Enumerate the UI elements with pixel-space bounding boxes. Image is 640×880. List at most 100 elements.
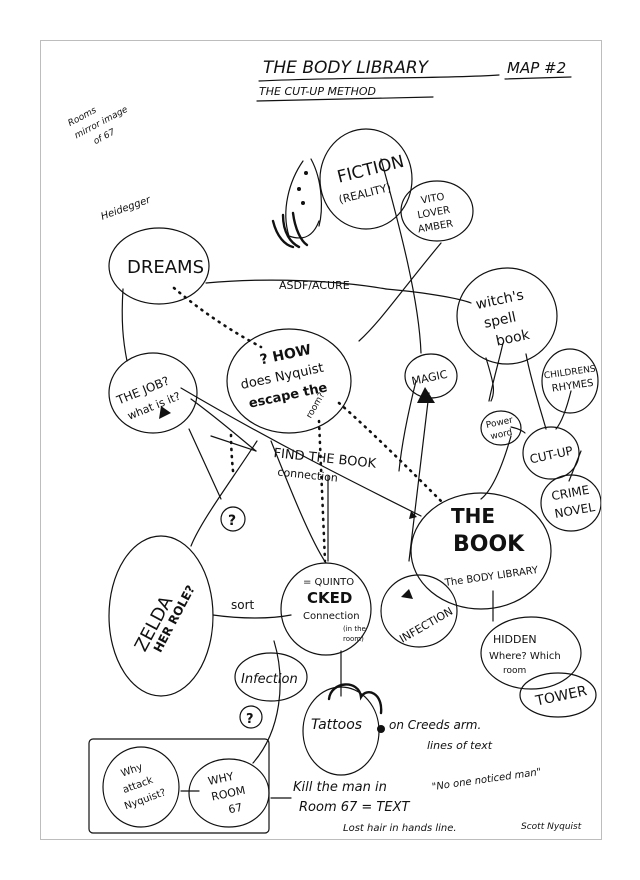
arm-line-1: on Creeds arm. — [389, 718, 481, 732]
bottom-left-frame — [88, 738, 270, 834]
question-mark-1: ? — [228, 513, 236, 529]
corner-note: Rooms mirror image of 67 — [67, 105, 131, 147]
dreams-note: Heidegger — [99, 194, 152, 222]
fiction-label: FICTION — [335, 152, 406, 188]
sketch-subtitle: THE CUT-UP METHOD — [259, 85, 376, 98]
node-crime-novel — [540, 474, 601, 532]
crime-line-2: NOVEL — [553, 500, 596, 521]
why-room-line-2: ROOM — [210, 784, 246, 804]
node-tower — [519, 672, 597, 718]
title-underline — [258, 74, 500, 82]
book-line-3: The BODY LIBRARY — [443, 565, 539, 589]
arm-line-2: lines of text — [427, 739, 493, 752]
witch-line-2: spell — [482, 309, 517, 331]
dreams-asdf-link — [205, 279, 387, 290]
question-circle-1 — [220, 506, 246, 532]
dreams-label: DREAMS — [127, 257, 204, 278]
quinto-line-3: Connection — [303, 611, 360, 622]
moth-doodle — [271, 158, 322, 249]
quinto-line-4: (in the — [343, 625, 366, 633]
magic-down-link — [398, 380, 417, 472]
vito-line-3: AMBER — [417, 218, 454, 235]
why-room-line-3: 67 — [227, 801, 243, 817]
node-cut-up — [522, 426, 580, 480]
map-label: MAP #2 — [507, 59, 566, 77]
node-infection-right — [380, 574, 458, 648]
job-arrowhead — [159, 406, 171, 419]
crime-line-1: CRIME — [550, 483, 590, 503]
job-arrow-head — [210, 435, 257, 452]
infection-arrowhead — [401, 589, 413, 599]
cut-up-label: CUT-UP — [528, 444, 574, 467]
zelda-quinto-link — [212, 614, 292, 619]
witch-line-3: book — [494, 327, 532, 350]
dotted-connections — [172, 286, 443, 563]
witch-power-link — [488, 342, 504, 402]
find-book-line-2: connection — [277, 466, 339, 485]
rhymes-line-2: RHYMES — [551, 378, 594, 395]
power-cutup-link — [510, 426, 526, 434]
node-power-word — [480, 410, 522, 446]
mind-map-sketch: THE BODY LIBRARY MAP #2 THE CUT-UP METHO… — [67, 58, 601, 834]
question-quinto-dotted — [317, 419, 327, 563]
sketch-page: THE BODY LIBRARY MAP #2 THE CUT-UP METHO… — [40, 40, 602, 840]
job-book-link — [180, 387, 422, 517]
why-attack-line-1: Why — [120, 762, 145, 780]
node-the-job — [108, 352, 198, 434]
quinto-line-5: room) — [343, 635, 364, 643]
node-why-attack — [102, 746, 180, 828]
asdf-witch-link — [385, 288, 472, 304]
question-circle-2 — [239, 705, 263, 729]
magic-arrowhead — [417, 387, 435, 403]
node-magic — [404, 353, 458, 399]
book-line-1: THE — [451, 504, 495, 528]
subtitle-underline — [256, 96, 434, 102]
question-book-dotted — [337, 401, 443, 503]
node-dreams — [108, 227, 210, 305]
sketch-title: THE BODY LIBRARY — [263, 58, 430, 78]
node-zelda — [108, 535, 214, 697]
node-fiction — [319, 128, 413, 230]
no-one-noticed-note: "No one noticed man" — [431, 767, 542, 793]
dreams-question-dotted — [172, 286, 263, 349]
tattoos-label: Tattoos — [311, 717, 362, 733]
kill-line-1: Kill the man in — [293, 780, 387, 795]
kill-line-2: Room 67 = TEXT — [299, 800, 410, 815]
node-hidden — [480, 616, 582, 690]
vito-line-1: VITO — [420, 192, 445, 207]
hair-note: Lost hair in hands line. — [343, 823, 457, 834]
witch-line-1: witch's — [474, 287, 525, 313]
book-line-2: BOOK — [453, 532, 525, 557]
dreams-job-link — [121, 288, 128, 362]
hidden-line-2: Where? Which — [489, 651, 561, 662]
witch-cutup-link — [525, 353, 547, 430]
hidden-line-1: HIDDEN — [493, 633, 537, 646]
node-quinto — [280, 562, 372, 656]
asdf-label: ASDF/ACURE — [279, 279, 350, 292]
map-label-underline — [504, 76, 572, 80]
quinto-whyroom-link — [252, 640, 281, 764]
signature: Scott Nyquist — [521, 822, 582, 832]
infection-left-label: Infection — [241, 672, 298, 687]
arrowheads — [159, 387, 435, 599]
tower-label: TOWER — [533, 683, 588, 710]
power-book-link — [480, 435, 512, 500]
node-witchs-spell-book — [456, 267, 558, 365]
book-arrowhead — [409, 511, 417, 519]
power-line-2: word — [490, 428, 514, 442]
hidden-line-3: room — [503, 666, 526, 676]
question-mark-2: ? — [246, 712, 254, 727]
fiction-magic-link — [380, 158, 422, 354]
quinto-line-2: CKED — [307, 589, 352, 607]
center-quinto-link — [270, 440, 327, 564]
quinto-line-1: = QUINTO — [303, 577, 354, 588]
job-zelda-link — [188, 428, 222, 500]
connections — [121, 158, 582, 799]
node-childrens-rhymes — [541, 348, 599, 414]
node-the-book — [410, 492, 552, 610]
magic-infection-link — [408, 392, 430, 562]
magic-power-link — [485, 357, 495, 402]
question-down-dotted — [229, 431, 235, 473]
vito-question-link — [358, 242, 442, 342]
node-vito — [400, 180, 474, 242]
